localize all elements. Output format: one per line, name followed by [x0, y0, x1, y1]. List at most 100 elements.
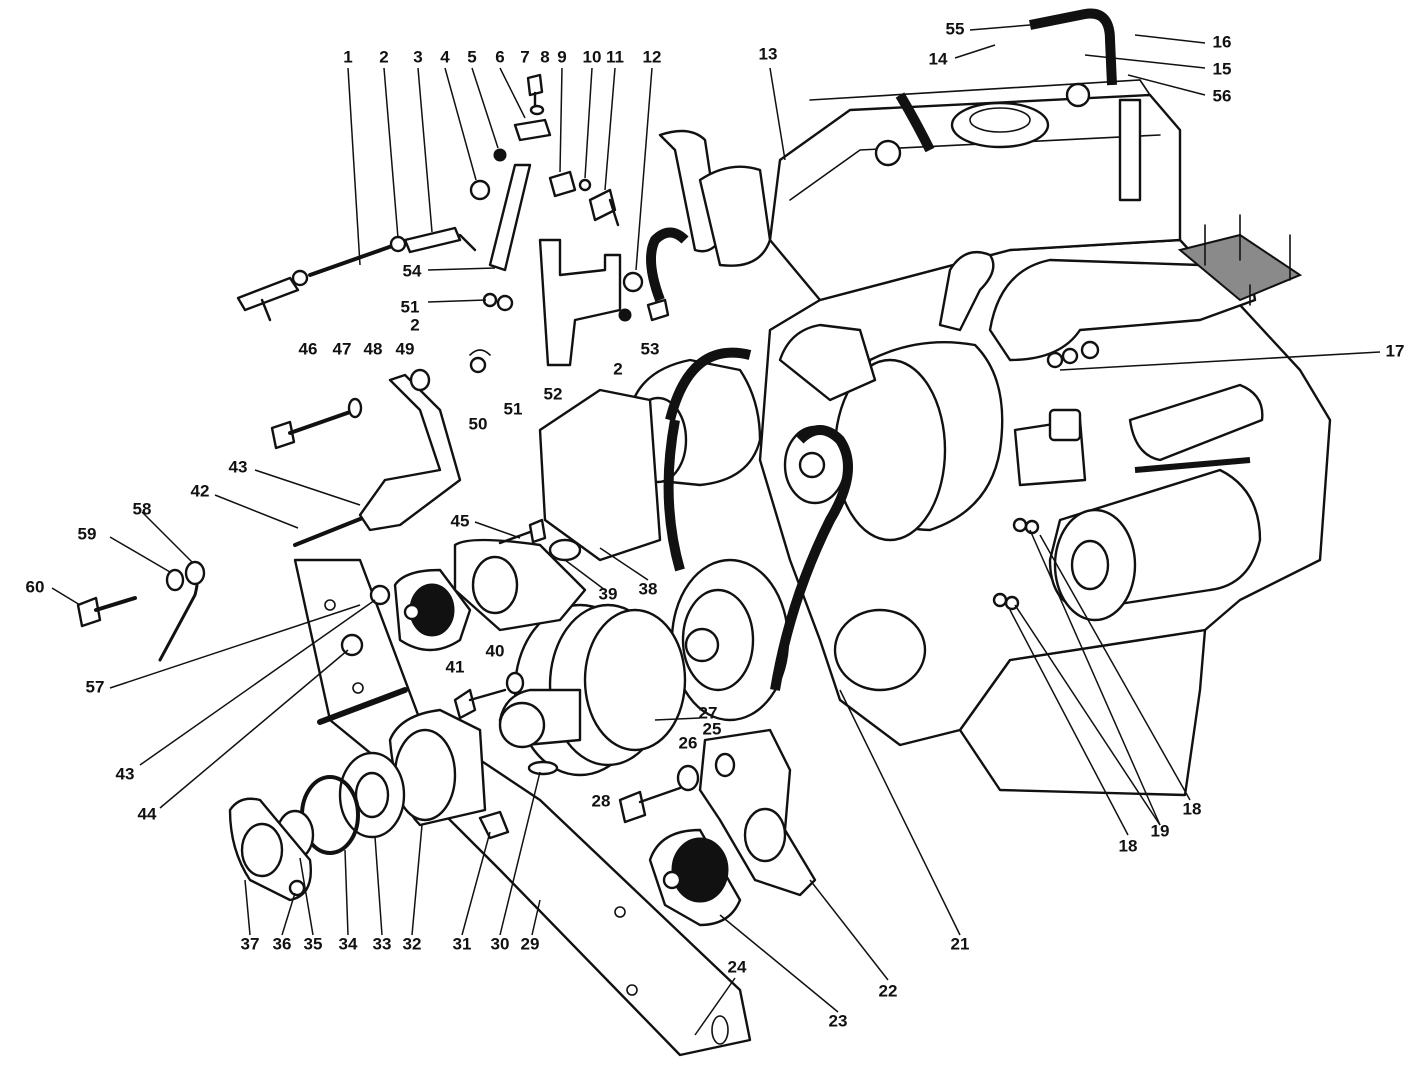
leader-45 — [474, 521, 521, 539]
leader-33 — [374, 836, 383, 936]
leader-42 — [214, 494, 299, 529]
washer-50 — [469, 356, 487, 374]
top-hose — [646, 227, 689, 302]
leader-14 — [954, 44, 996, 59]
leader-30 — [499, 771, 541, 936]
leader-44 — [159, 649, 349, 809]
starter-solenoid — [1128, 383, 1264, 462]
callout-29: 29 — [521, 934, 540, 953]
callout-16: 16 — [1213, 32, 1232, 51]
callout-2: 2 — [379, 47, 388, 66]
cover-plate-boss — [240, 822, 284, 878]
leader-55 — [969, 24, 1031, 31]
leader-2 — [383, 67, 399, 239]
rubber-mount-upper-bolt — [403, 603, 421, 621]
callout-26: 26 — [679, 733, 698, 752]
callout-32: 32 — [403, 934, 422, 953]
plate-slot — [711, 1015, 729, 1045]
callout-48: 48 — [364, 339, 383, 358]
leader-22 — [809, 879, 889, 981]
oil-filler-cap-top — [969, 107, 1031, 133]
callout-46: 46 — [299, 339, 318, 358]
bracket-22-bore — [743, 807, 787, 863]
callout-59: 59 — [78, 524, 97, 543]
washer-40 — [505, 671, 525, 695]
callout-49: 49 — [396, 339, 415, 358]
callout-23: 23 — [829, 1011, 848, 1030]
leader-21 — [839, 689, 961, 936]
callout-54: 54 — [403, 261, 422, 280]
callout-38: 38 — [639, 579, 658, 598]
callout-27: 27 — [699, 703, 718, 722]
callout-18: 18 — [1183, 799, 1202, 818]
pto-pulley-rear — [583, 608, 687, 752]
bolt-45 — [528, 518, 547, 544]
nut-12 — [622, 271, 644, 293]
leader-36 — [281, 892, 296, 936]
callout-52: 52 — [544, 384, 563, 403]
stud-42 — [293, 513, 372, 547]
leader-31 — [461, 831, 491, 936]
callout-44: 44 — [138, 804, 157, 823]
bearing-33-inner — [354, 771, 390, 819]
lifting-bracket — [938, 250, 995, 332]
cover-hose — [895, 92, 935, 153]
bolt-41 — [453, 688, 477, 720]
nut-5 — [493, 148, 507, 162]
leader-3 — [417, 67, 433, 233]
block-stud — [1046, 351, 1064, 369]
oil-filler-cap — [950, 101, 1050, 149]
leader-5 — [471, 67, 499, 149]
plate-hole — [324, 599, 336, 611]
callout-37: 37 — [241, 934, 260, 953]
nut-43 — [369, 584, 391, 606]
callout-35: 35 — [304, 934, 323, 953]
callout-58: 58 — [133, 499, 152, 518]
block-stud — [992, 592, 1008, 608]
callout-8: 8 — [540, 47, 549, 66]
callout-42: 42 — [191, 481, 210, 500]
bolt-46 — [270, 420, 296, 450]
leader-37 — [244, 879, 251, 936]
alternator-assembly — [538, 129, 1004, 722]
leader-43b — [139, 599, 376, 766]
callout-25: 25 — [703, 719, 722, 738]
rod-end-pin — [458, 233, 477, 252]
callout-50: 50 — [469, 414, 488, 433]
callout-28: 28 — [592, 791, 611, 810]
callout-43: 43 — [229, 457, 248, 476]
leader-4 — [444, 67, 477, 181]
block-stud — [1080, 340, 1100, 360]
ball-joint-4 — [469, 179, 491, 201]
callout-7: 7 — [520, 47, 529, 66]
leader-56 — [1127, 74, 1206, 96]
washer-58 — [184, 560, 206, 586]
injection-pump — [538, 388, 662, 562]
callout-11: 11 — [606, 47, 624, 66]
leader-34 — [344, 849, 349, 936]
leader-43a — [254, 469, 361, 506]
manifold-flange — [1177, 233, 1303, 302]
bolt-41-shank — [468, 688, 507, 702]
leader-35 — [299, 857, 314, 936]
callout-labels: 1 2 2 2 3 4 5 6 7 8 9 10 11 12 13 14 15 … — [26, 19, 1405, 1030]
callout-4: 4 — [440, 47, 450, 66]
cover-nut — [874, 139, 902, 167]
washer-26 — [676, 764, 700, 792]
rocker-cover — [768, 93, 1182, 302]
callout-9: 9 — [557, 47, 566, 66]
plate-hole — [352, 682, 364, 694]
callout-41: 41 — [446, 657, 465, 676]
plate-hole — [614, 906, 626, 918]
block-stud — [1012, 517, 1028, 533]
callout-51-b: 51 — [504, 399, 523, 418]
callout-30: 30 — [491, 934, 510, 953]
rubber-mount-lower-bolt — [662, 870, 682, 890]
leader-15 — [1084, 54, 1206, 69]
leader-9 — [559, 67, 563, 173]
callout-55: 55 — [946, 19, 965, 38]
washer-8 — [529, 104, 545, 116]
nut-2d — [618, 308, 632, 322]
bolt-60 — [76, 596, 102, 628]
leader-29 — [531, 899, 541, 936]
